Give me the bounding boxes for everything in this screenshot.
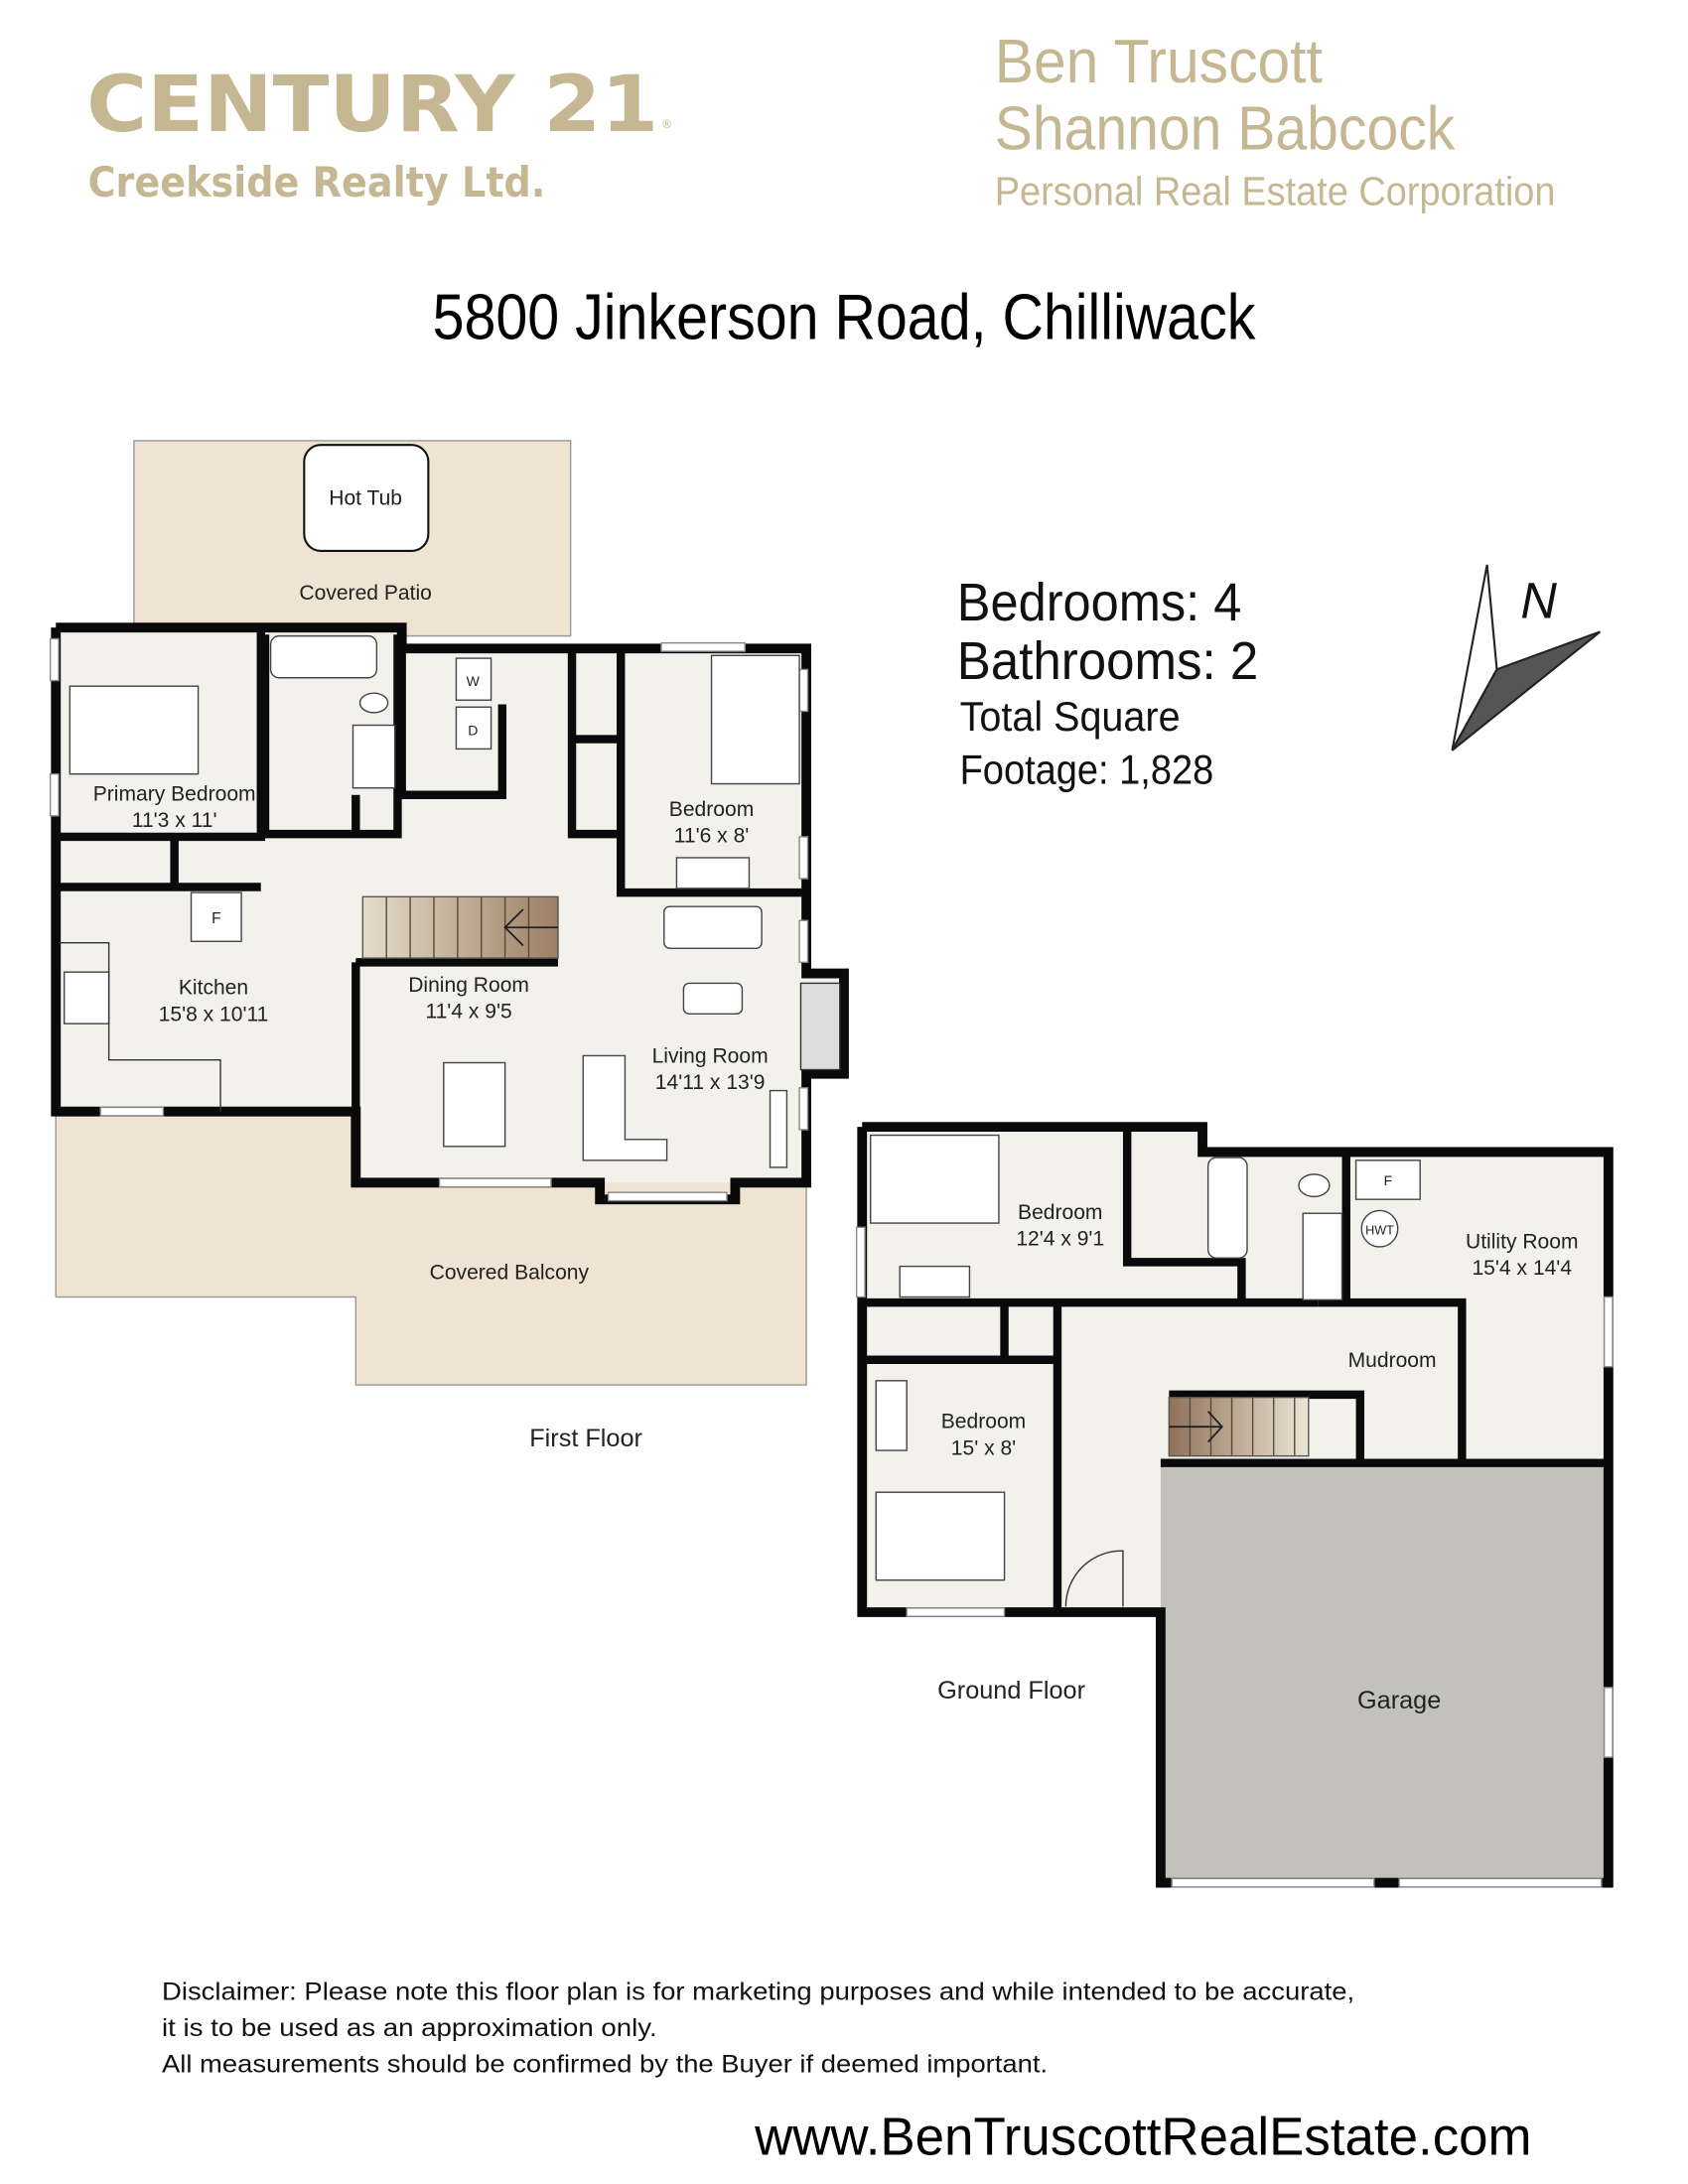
furnace-label: F — [1384, 1172, 1393, 1188]
disclaimer-line-1: Disclaimer: Please note this floor plan … — [162, 1979, 1354, 2006]
fridge-icon — [190, 891, 242, 942]
room-garage: Garage — [1357, 1687, 1441, 1714]
bathrooms-count: Bathrooms: 2 — [957, 632, 1258, 691]
bathtub-icon — [269, 634, 378, 679]
dresser-icon — [875, 1380, 908, 1451]
sink-icon — [352, 724, 396, 789]
brand-office: Creekside Realty Ltd. — [88, 158, 546, 206]
disclaimer-line-2: it is to be used as an approximation onl… — [162, 2014, 657, 2042]
ground-floor-interior — [862, 1127, 1609, 1613]
bathtub-icon — [1206, 1157, 1248, 1259]
room-name: Utility Room — [1466, 1230, 1579, 1253]
room-dining-room: Dining Room 11'4 x 9'5 — [408, 974, 529, 1024]
brand-logo: CENTURY 21 — [86, 59, 658, 150]
fireplace-icon — [799, 982, 841, 1071]
room-living-room: Living Room 14'11 x 13'9 — [652, 1044, 769, 1094]
agent-name-2: Shannon Babcock — [995, 94, 1456, 163]
room-bedroom-2: Bedroom 15' x 8' — [941, 1411, 1026, 1460]
room-name: Bedroom — [669, 798, 754, 821]
furnace-icon — [1354, 1160, 1421, 1200]
agent-name-1: Ben Truscott — [995, 28, 1323, 96]
bed-icon — [69, 685, 200, 775]
room-name: Bedroom — [941, 1411, 1026, 1433]
agent-title: Personal Real Estate Corporation — [995, 169, 1556, 214]
staircase — [1168, 1396, 1310, 1457]
property-stats: Bedrooms: 4 Bathrooms: 2 Total Square Fo… — [957, 574, 1258, 792]
room-size: 11'3 x 11' — [132, 809, 217, 832]
room-bedroom: Bedroom 11'6 x 8' — [669, 798, 754, 848]
room-name: Living Room — [652, 1044, 769, 1067]
hot-tub-label: Hot Tub — [329, 487, 402, 510]
north-arrow-icon: N — [1451, 564, 1602, 751]
covered-patio-label: Covered Patio — [299, 582, 431, 605]
room-mudroom: Mudroom — [1348, 1349, 1437, 1372]
website-link[interactable]: www.BenTruscottRealEstate.com — [754, 2108, 1531, 2166]
dresser-icon — [675, 857, 751, 889]
sink-icon — [1302, 1212, 1343, 1301]
dryer-icon — [455, 706, 492, 751]
hwt-label: HWT — [1365, 1223, 1394, 1237]
bedrooms-count: Bedrooms: 4 — [957, 574, 1242, 632]
room-size: 15' x 8' — [951, 1436, 1016, 1459]
room-bedroom-1: Bedroom 12'4 x 9'1 — [1016, 1201, 1104, 1251]
tv-icon — [769, 1089, 788, 1168]
covered-balcony-label: Covered Balcony — [430, 1261, 590, 1284]
coffee-table-icon — [682, 982, 744, 1016]
room-size: 15'4 x 14'4 — [1472, 1257, 1572, 1280]
staircase — [361, 895, 559, 959]
north-label: N — [1520, 572, 1557, 628]
room-name: Bedroom — [1018, 1201, 1102, 1224]
room-name: Dining Room — [408, 974, 529, 997]
hot-tub — [303, 444, 430, 552]
bed-icon — [875, 1491, 1006, 1581]
property-address: 5800 Jinkerson Road, Chilliwack — [433, 281, 1256, 352]
bed-icon — [710, 654, 800, 785]
room-size: 11'6 x 8' — [674, 825, 750, 848]
room-kitchen: Kitchen 15'8 x 10'11 — [159, 977, 269, 1026]
room-primary-bedroom: Primary Bedroom 11'3 x 11' — [93, 782, 256, 832]
washer-icon — [455, 657, 492, 701]
fridge-label: F — [211, 910, 220, 927]
square-footage-line2: Footage: 1,828 — [960, 747, 1214, 793]
dining-table-icon — [443, 1061, 506, 1148]
water-heater-icon — [1360, 1209, 1399, 1248]
washer-label: W — [467, 673, 481, 689]
bed-icon — [869, 1134, 1000, 1224]
square-footage-line1: Total Square — [960, 693, 1181, 740]
stair-arrow-icon — [503, 908, 559, 947]
sectional-sofa-icon — [582, 1054, 668, 1161]
room-name: Kitchen — [179, 977, 248, 1000]
room-name: Primary Bedroom — [93, 782, 256, 805]
garage — [1160, 1462, 1609, 1883]
disclaimer-line-3: All measurements should be confirmed by … — [162, 2051, 1048, 2079]
toilet-icon — [358, 692, 389, 714]
dresser-icon — [899, 1265, 971, 1298]
first-floor-plan: Hot Tub Covered Patio Covered Balcony — [49, 440, 849, 1452]
room-size: 11'4 x 9'5 — [425, 1001, 511, 1024]
ground-floor-label: Ground Floor — [937, 1677, 1085, 1705]
room-size: 14'11 x 13'9 — [655, 1071, 766, 1094]
stove-icon — [63, 971, 110, 1024]
disclaimer: Disclaimer: Please note this floor plan … — [162, 1979, 1354, 2079]
registered-mark: ® — [661, 118, 672, 131]
toilet-icon — [1298, 1173, 1331, 1198]
door-icon — [1064, 1550, 1124, 1607]
room-size: 15'8 x 10'11 — [159, 1003, 269, 1025]
dryer-label: D — [468, 722, 478, 738]
room-size: 12'4 x 9'1 — [1016, 1228, 1104, 1251]
stair-arrow-icon — [1169, 1411, 1223, 1443]
ground-floor-plan: F HWT Bedroom 12'4 x 9'1 Bedroom 15' x 8… — [855, 1122, 1614, 1888]
sofa-icon — [663, 905, 763, 950]
first-floor-label: First Floor — [529, 1425, 642, 1452]
room-utility-room: Utility Room 15'4 x 14'4 — [1466, 1230, 1579, 1280]
